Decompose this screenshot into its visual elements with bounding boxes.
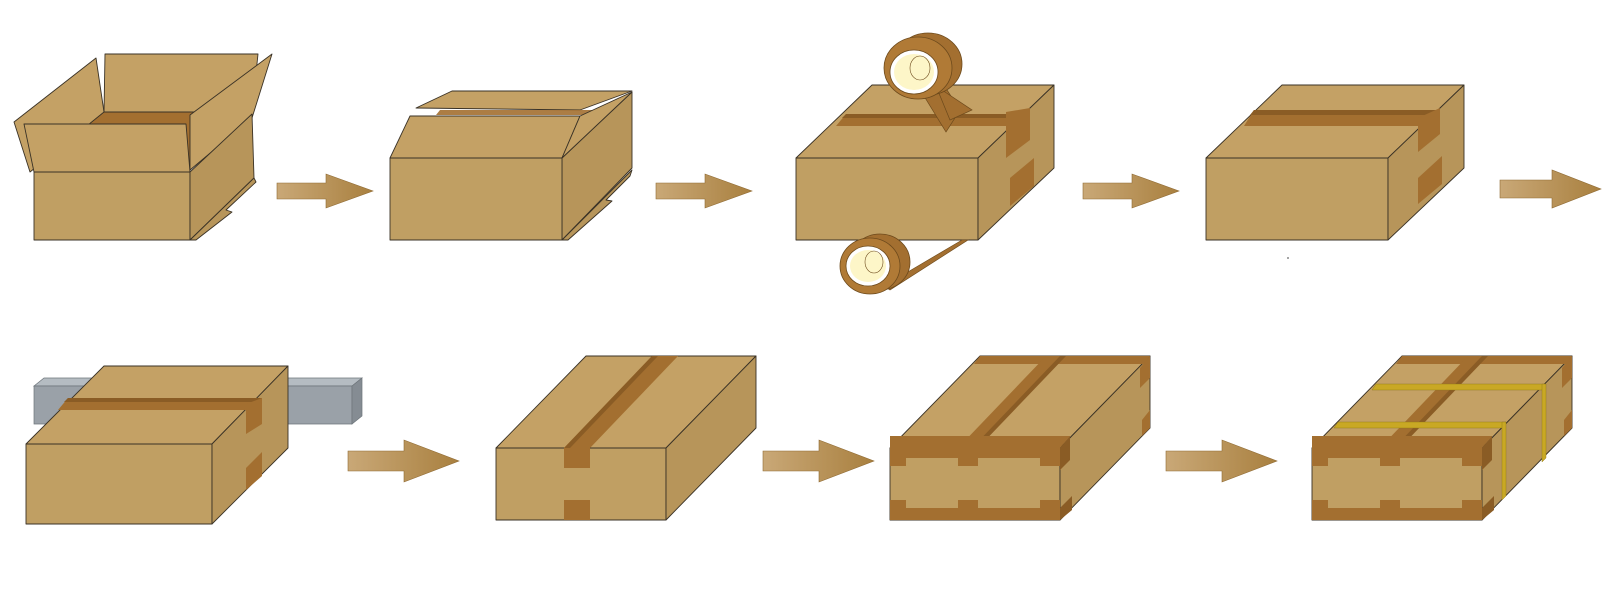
arrow-7	[1165, 439, 1278, 483]
step-1-open-box	[13, 53, 273, 241]
step-4-sealed-box	[1205, 84, 1465, 259]
arrow-6	[762, 439, 875, 483]
arrow-1	[276, 173, 374, 209]
step-7-edge-taped	[889, 355, 1151, 521]
arrow-3	[1082, 173, 1180, 209]
step-8-strapped	[1311, 355, 1573, 521]
step-6-taped-strip	[495, 355, 757, 521]
step-3-sealing	[795, 32, 1055, 295]
arrow-2	[655, 173, 753, 209]
step-2-folded-flaps	[389, 90, 633, 241]
arrow-5	[347, 439, 460, 483]
step-5-conveyor	[25, 365, 363, 525]
arrow-4	[1499, 169, 1602, 209]
